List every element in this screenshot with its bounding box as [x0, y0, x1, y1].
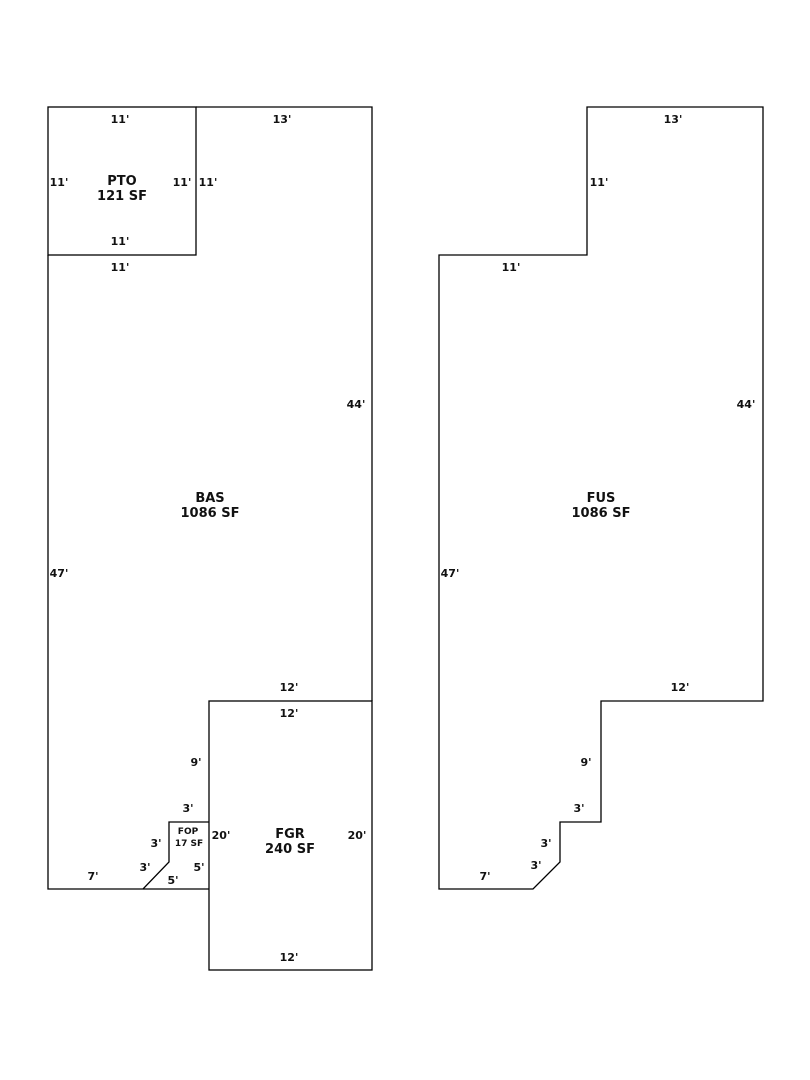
dim: 3' [139, 861, 150, 874]
dim: 3' [530, 859, 541, 872]
dim: 13' [664, 113, 683, 126]
bas-outline-left [47, 255, 209, 890]
dim: 11' [50, 176, 69, 189]
fop-label: FOP [178, 827, 199, 837]
dim: 12' [280, 681, 299, 694]
dim: 12' [280, 707, 299, 720]
pto-label: PTO [107, 174, 136, 189]
right-sketch: FUS 1086 SF 13' 11' 11' 44' 47' 12' 9' 3… [438, 106, 764, 890]
fus-label: FUS [587, 491, 616, 506]
fus-outline [438, 106, 764, 890]
dim: 47' [441, 567, 460, 580]
dim: 11' [173, 176, 192, 189]
dim: 13' [273, 113, 292, 126]
dim: 3' [573, 802, 584, 815]
pto-outline [47, 106, 197, 256]
dim: 44' [737, 398, 756, 411]
dim: 11' [111, 113, 130, 126]
dim: 20' [212, 829, 231, 842]
dim: 47' [50, 567, 69, 580]
bas-size: 1086 SF [181, 506, 240, 521]
bas-label: BAS [195, 491, 224, 506]
dim: 5' [193, 861, 204, 874]
dim: 11' [111, 235, 130, 248]
dim: 3' [150, 837, 161, 850]
dim: 5' [167, 874, 178, 887]
dim: 12' [280, 951, 299, 964]
dim: 11' [590, 176, 609, 189]
left-sketch: PTO 121 SF BAS 1086 SF FGR 240 SF FOP 17… [47, 106, 373, 971]
dim: 11' [502, 261, 521, 274]
bas-outline-right [196, 106, 373, 701]
fgr-outline [208, 700, 373, 971]
dim: 3' [540, 837, 551, 850]
dim: 7' [87, 870, 98, 883]
dim: 7' [479, 870, 490, 883]
fgr-label: FGR [275, 827, 305, 842]
pto-size: 121 SF [97, 189, 147, 204]
dim: 9' [190, 756, 201, 769]
dim: 12' [671, 681, 690, 694]
fus-size: 1086 SF [572, 506, 631, 521]
dim: 9' [580, 756, 591, 769]
dim: 44' [347, 398, 366, 411]
dim: 11' [111, 261, 130, 274]
fgr-size: 240 SF [265, 842, 315, 857]
dim: 20' [348, 829, 367, 842]
dim: 3' [182, 802, 193, 815]
fop-size: 17 SF [175, 839, 203, 849]
dim: 11' [199, 176, 218, 189]
